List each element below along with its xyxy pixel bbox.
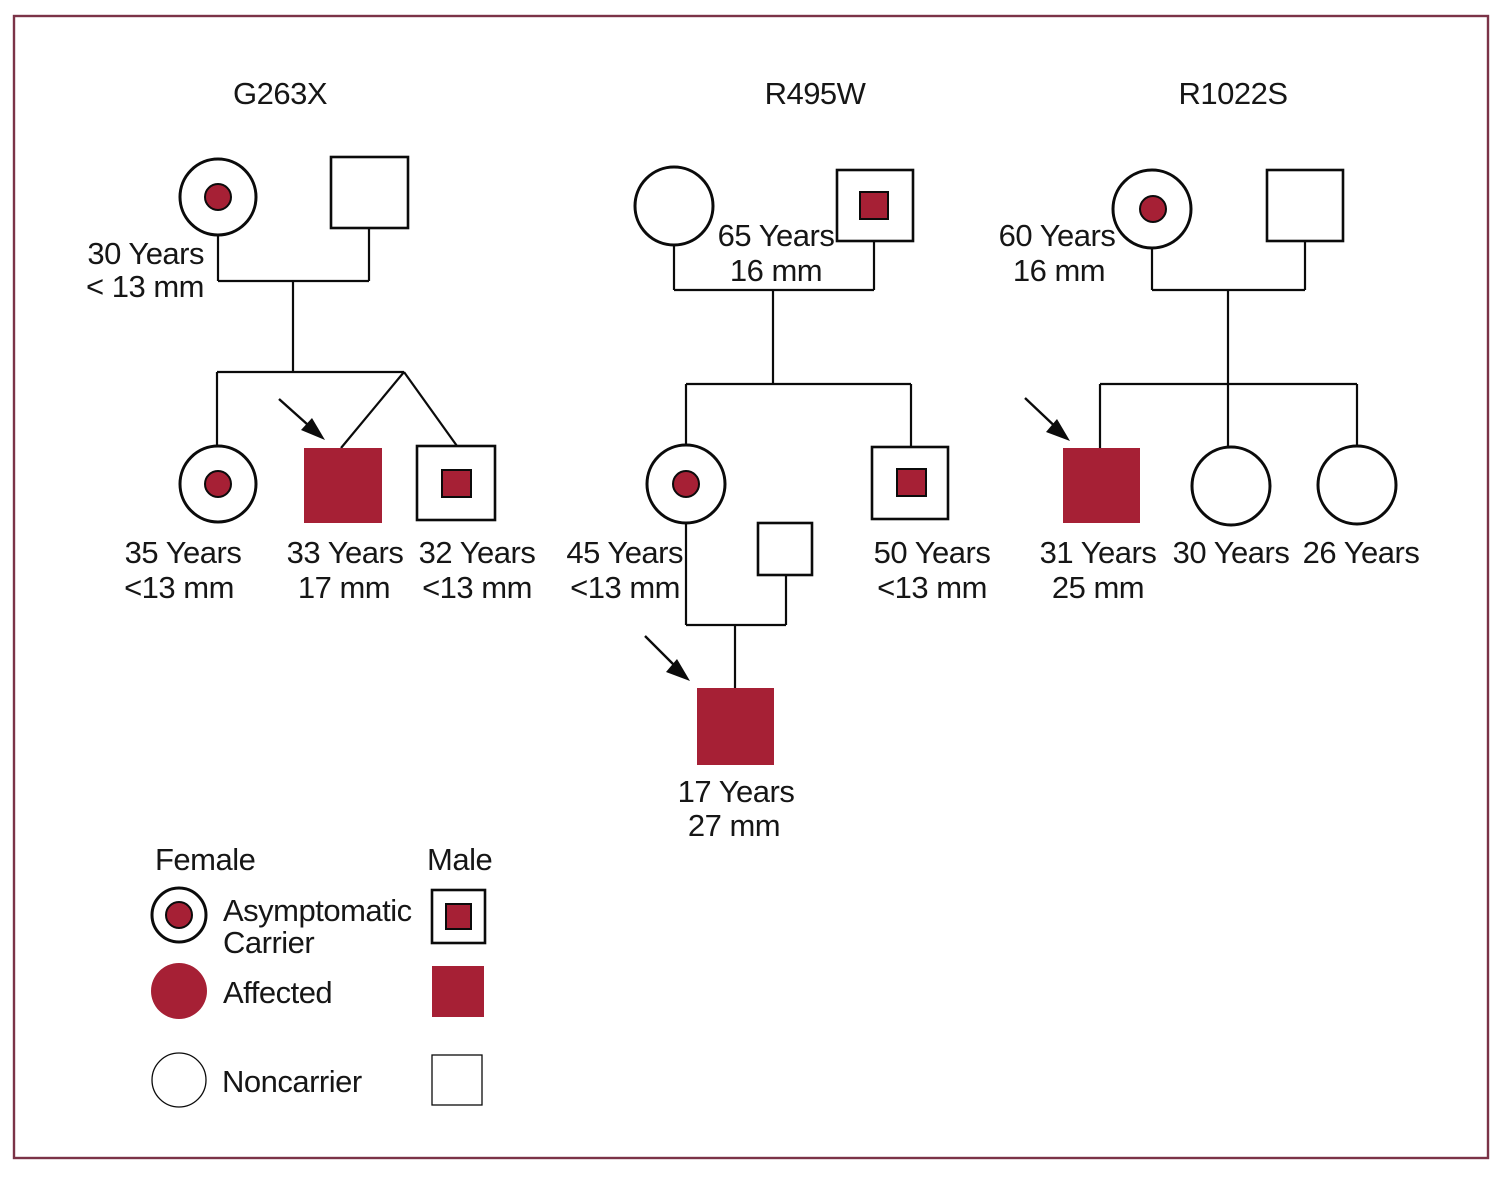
r1022s-daughter2-noncarrier-symbol [1316, 444, 1398, 526]
r1022s-daughter1-noncarrier-symbol [1190, 445, 1272, 527]
carrier-dot [165, 901, 193, 929]
carrier-dot [672, 470, 700, 498]
family-title-r495w: R495W [765, 76, 867, 111]
legend-noncarrier-male-icon [431, 1054, 483, 1106]
g263x-daughter-age: 35 Years [125, 535, 242, 570]
r495w-mother-noncarrier-symbol [633, 165, 715, 247]
family-g263x: G263X 30 Years < 13 mm 35 Years <13 mm 3… [86, 76, 536, 605]
g263x-mother-carrier-symbol [178, 157, 258, 237]
r1022s-mother-lvot: 16 mm [1013, 253, 1105, 288]
g263x-twin-son-carrier-symbol [415, 444, 497, 522]
family-r1022s: R1022S 60 Years 16 mm 31 Years 25 mm 30 … [999, 76, 1420, 605]
g263x-proband-arrowhead [301, 418, 325, 440]
r1022s-father-noncarrier-symbol [1265, 168, 1345, 243]
r1022s-daughter2-age: 26 Years [1303, 535, 1420, 570]
legend-noncarrier-label: Noncarrier [222, 1064, 362, 1099]
g263x-mother-age: 30 Years [87, 236, 204, 271]
legend-carrier-female-icon [150, 886, 208, 944]
legend-female-header: Female [155, 842, 255, 877]
r495w-proband-arrowhead [666, 659, 690, 681]
male-square [430, 888, 487, 945]
legend-carrier-male-icon [430, 888, 487, 945]
r1022s-daughter1-age: 30 Years [1173, 535, 1290, 570]
family-title-g263x: G263X [233, 76, 328, 111]
g263x-daughter-carrier-symbol [178, 444, 258, 524]
r1022s-proband-arrowhead [1046, 419, 1070, 441]
figure-border [12, 14, 1490, 1160]
legend: Female Male Asymptomatic Carrier Affecte… [150, 842, 493, 1108]
legend-noncarrier-female-icon [151, 1052, 207, 1108]
family-r495w: R495W 65 Years 16 mm 45 Years <13 mm 50 … [566, 76, 991, 843]
r1022s-relationship-lines [1098, 241, 1359, 448]
r1022s-proband-affected-symbol [1063, 448, 1140, 523]
legend-affected-label: Affected [223, 975, 332, 1010]
r495w-son-carrier-symbol [870, 445, 950, 521]
legend-asymptomatic-label-line2: Carrier [223, 925, 314, 960]
r1022s-proband-lvot: 25 mm [1052, 570, 1144, 605]
legend-male-header: Male [427, 842, 492, 877]
r495w-daughter-age: 45 Years [566, 535, 683, 570]
g263x-twin-son-lvot: <13 mm [422, 570, 532, 605]
g263x-father-noncarrier-symbol [329, 155, 410, 230]
carrier-dot [204, 470, 232, 498]
carrier-dot [204, 183, 232, 211]
g263x-relationship-lines [215, 228, 458, 449]
r495w-daughter-lvot: <13 mm [570, 570, 680, 605]
male-square [415, 444, 497, 522]
legend-asymptomatic-label-line1: Asymptomatic [223, 893, 412, 928]
r495w-father-age: 65 Years [718, 218, 835, 253]
carrier-inner-square [441, 469, 472, 498]
r495w-grandson-lvot: 27 mm [688, 808, 780, 843]
r495w-spouse-noncarrier-symbol [756, 521, 814, 577]
legend-affected-male-icon [432, 966, 484, 1017]
g263x-twin-son-age: 32 Years [419, 535, 536, 570]
g263x-daughter-lvot: <13 mm [124, 570, 234, 605]
r495w-relationship-lines [672, 241, 913, 688]
g263x-mother-lvot: < 13 mm [86, 269, 204, 304]
family-title-r1022s: R1022S [1178, 76, 1287, 111]
carrier-inner-square [445, 903, 472, 930]
r495w-father-carrier-symbol [835, 168, 915, 243]
r495w-grandson-affected-symbol [697, 688, 774, 765]
carrier-inner-square [859, 191, 889, 220]
r495w-father-lvot: 16 mm [730, 253, 822, 288]
r1022s-mother-carrier-symbol [1111, 168, 1193, 250]
r495w-daughter-carrier-symbol [645, 443, 727, 525]
g263x-proband-age: 33 Years [287, 535, 404, 570]
g263x-proband-affected-symbol [304, 448, 382, 523]
carrier-inner-square [896, 468, 927, 497]
r1022s-mother-age: 60 Years [999, 218, 1116, 253]
carrier-dot [1139, 195, 1167, 223]
r495w-son-lvot: <13 mm [877, 570, 987, 605]
g263x-proband-lvot: 17 mm [298, 570, 390, 605]
legend-affected-female-icon [151, 963, 207, 1019]
r495w-son-age: 50 Years [874, 535, 991, 570]
r1022s-proband-age: 31 Years [1040, 535, 1157, 570]
r495w-grandson-age: 17 Years [678, 774, 795, 809]
